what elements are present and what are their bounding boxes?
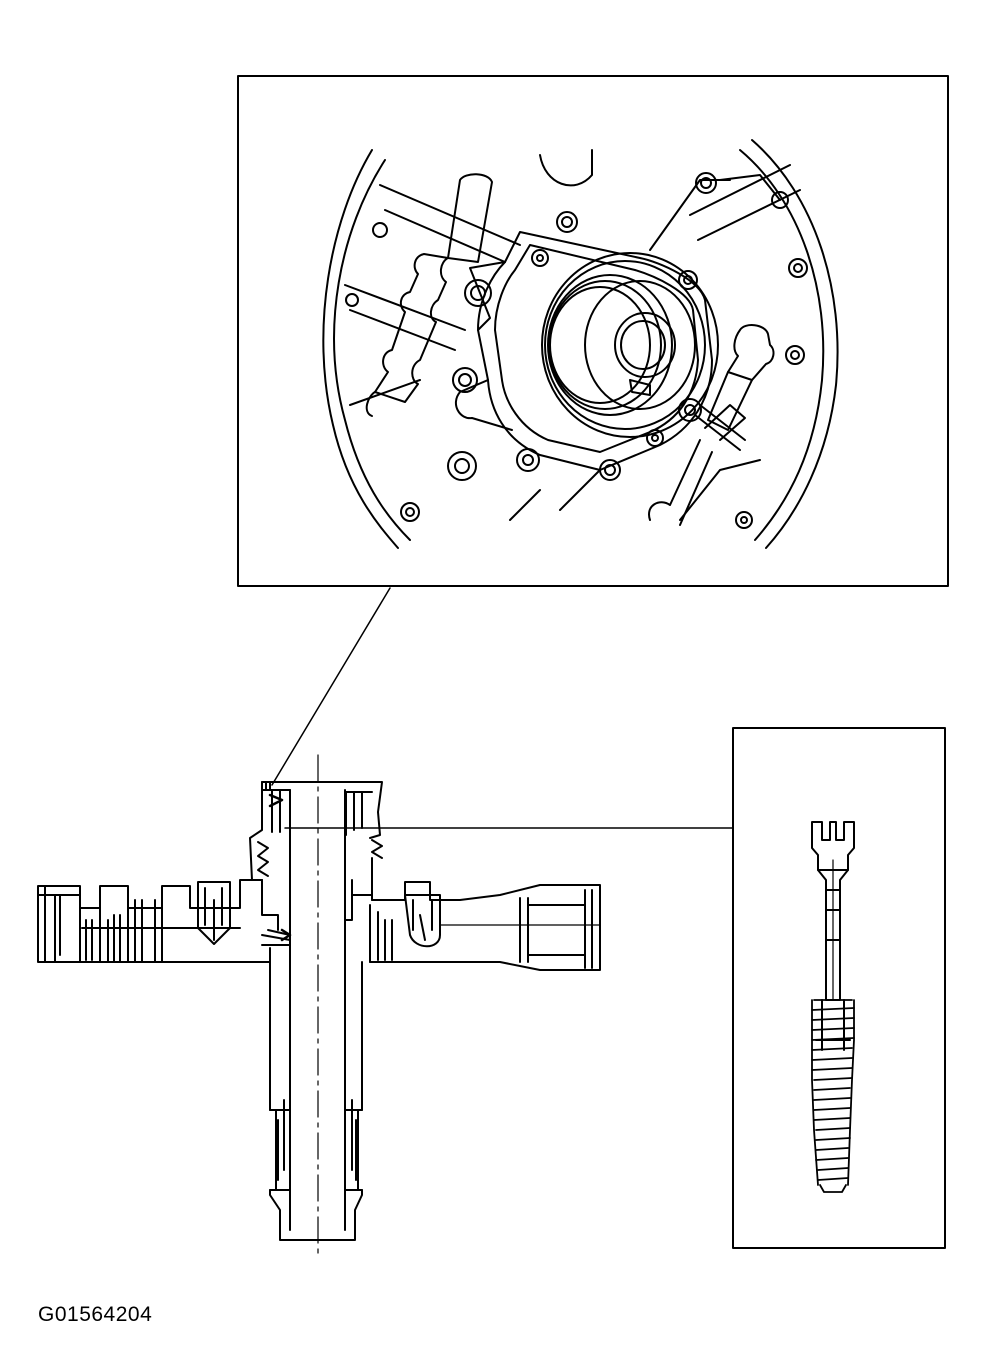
top-detail-frame — [237, 75, 949, 587]
right-detail-panel — [732, 727, 946, 1249]
pump-body-plate — [477, 231, 713, 471]
coil-spring — [811, 999, 855, 1193]
valve-spool-left — [365, 173, 493, 417]
figure-id-label: G01564204 — [38, 1303, 153, 1326]
left-threaded-hole — [197, 881, 231, 945]
pump-rotor — [541, 252, 719, 438]
right-flange — [351, 881, 601, 971]
left-flange — [37, 879, 271, 963]
lower-shaft — [269, 961, 363, 1241]
valve-spool-right — [648, 324, 775, 526]
right-counterbore — [404, 894, 441, 948]
bolt-holes — [345, 172, 808, 529]
valve-head — [811, 821, 855, 1001]
housing-outline — [333, 159, 411, 541]
right-detail-frame — [732, 727, 946, 1249]
top-detail-panel — [237, 75, 949, 587]
pump-cross-section — [37, 754, 601, 1256]
leader-line-top — [271, 587, 391, 786]
